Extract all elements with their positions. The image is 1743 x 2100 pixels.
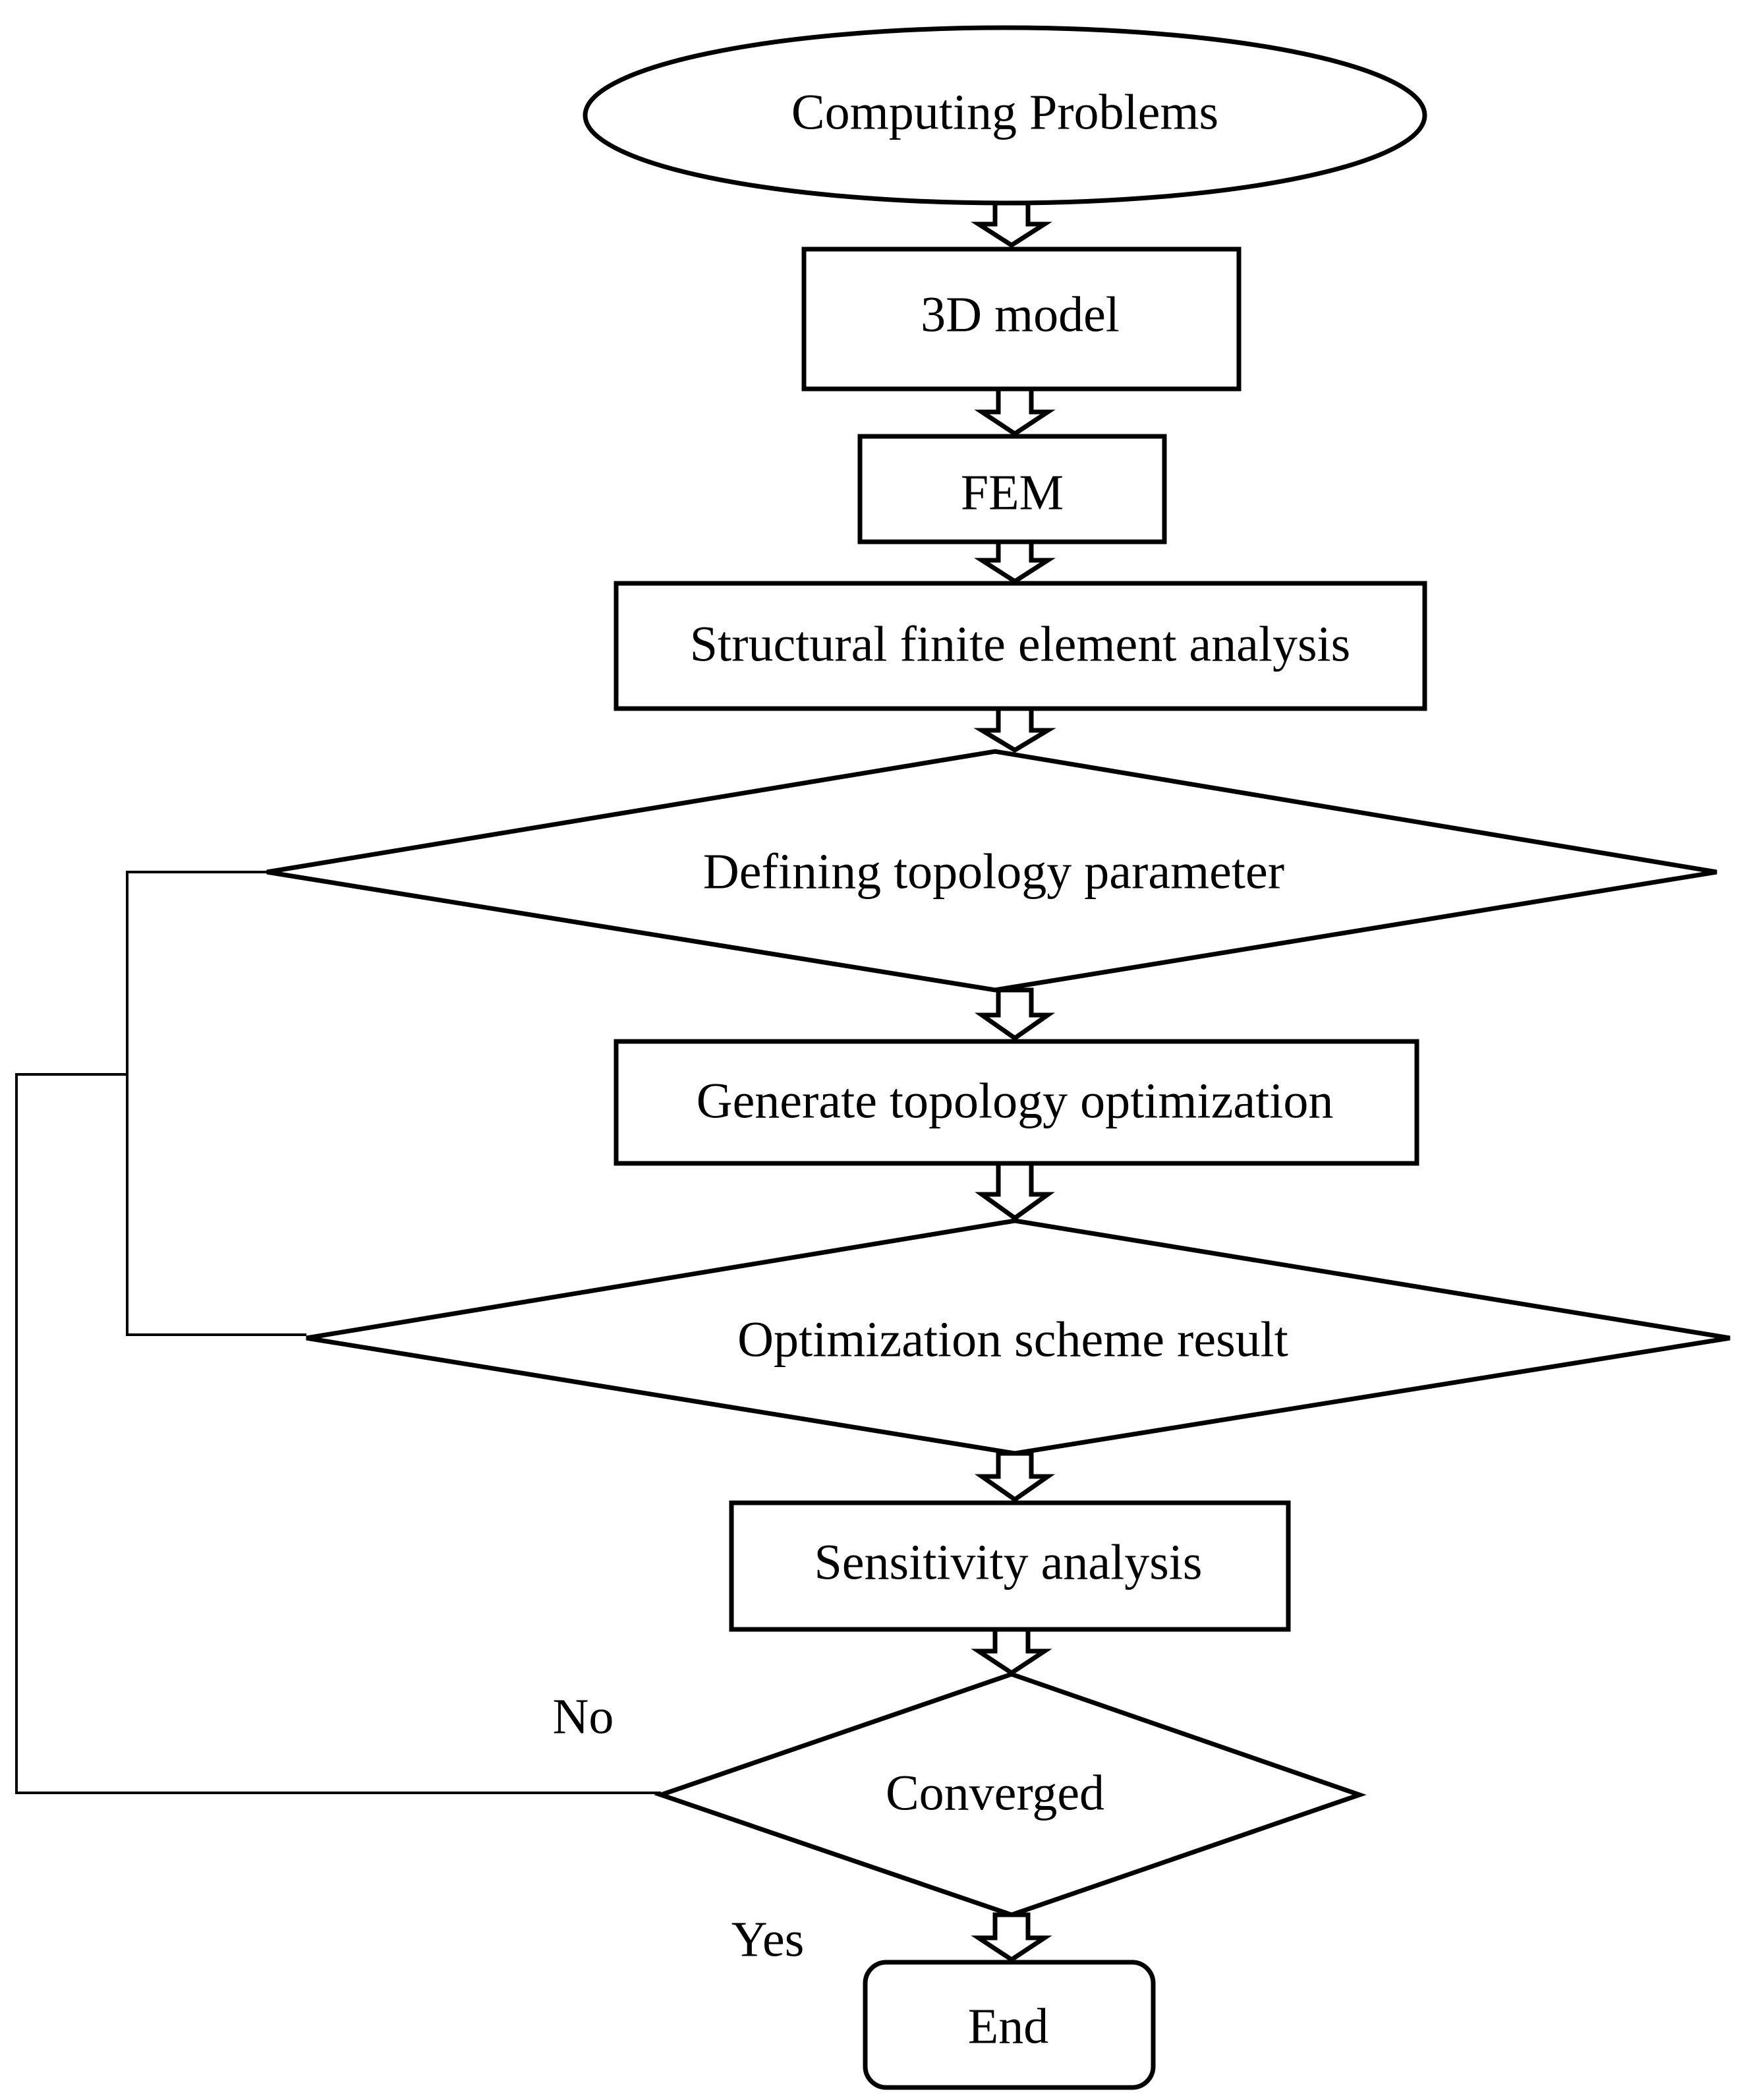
- generate-label: Generate topology optimization: [697, 1073, 1334, 1128]
- fem-label: FEM: [961, 465, 1064, 520]
- model-label: 3D model: [921, 287, 1120, 342]
- arrow-down-icon: [971, 200, 1052, 248]
- arrow-down-icon: [975, 1161, 1055, 1221]
- arrow-down-icon: [974, 1451, 1056, 1503]
- feedback-line-no: [15, 1073, 661, 1794]
- branch-no-label: No: [553, 1689, 614, 1744]
- scheme-label: Optimization scheme result: [737, 1312, 1288, 1367]
- defining-diamond: [266, 749, 1717, 993]
- fem-box: [857, 434, 1167, 544]
- branch-yes-label: Yes: [731, 1911, 805, 1967]
- feedback-line-defining-scheme: [126, 871, 306, 1336]
- start-label: Computing Problems: [791, 84, 1218, 140]
- arrow-down-icon: [971, 1627, 1052, 1676]
- structural-label: Structural finite element analysis: [690, 616, 1350, 672]
- model-box: [801, 247, 1242, 392]
- generate-box: [614, 1039, 1419, 1166]
- sensitivity-box: [729, 1500, 1291, 1632]
- arrow-down-icon: [974, 987, 1056, 1041]
- end-box: [863, 1960, 1156, 2090]
- defining-label: Defining topology parameter: [703, 844, 1284, 899]
- converged-label: Converged: [886, 1765, 1104, 1821]
- arrow-down-icon: [971, 1912, 1052, 1963]
- arrow-down-icon: [973, 706, 1056, 753]
- end-label: End: [968, 1998, 1048, 2054]
- arrow-down-icon: [974, 539, 1056, 585]
- sensitivity-label: Sensitivity analysis: [814, 1534, 1203, 1590]
- arrow-down-icon: [974, 386, 1056, 437]
- structural-box: [614, 581, 1427, 711]
